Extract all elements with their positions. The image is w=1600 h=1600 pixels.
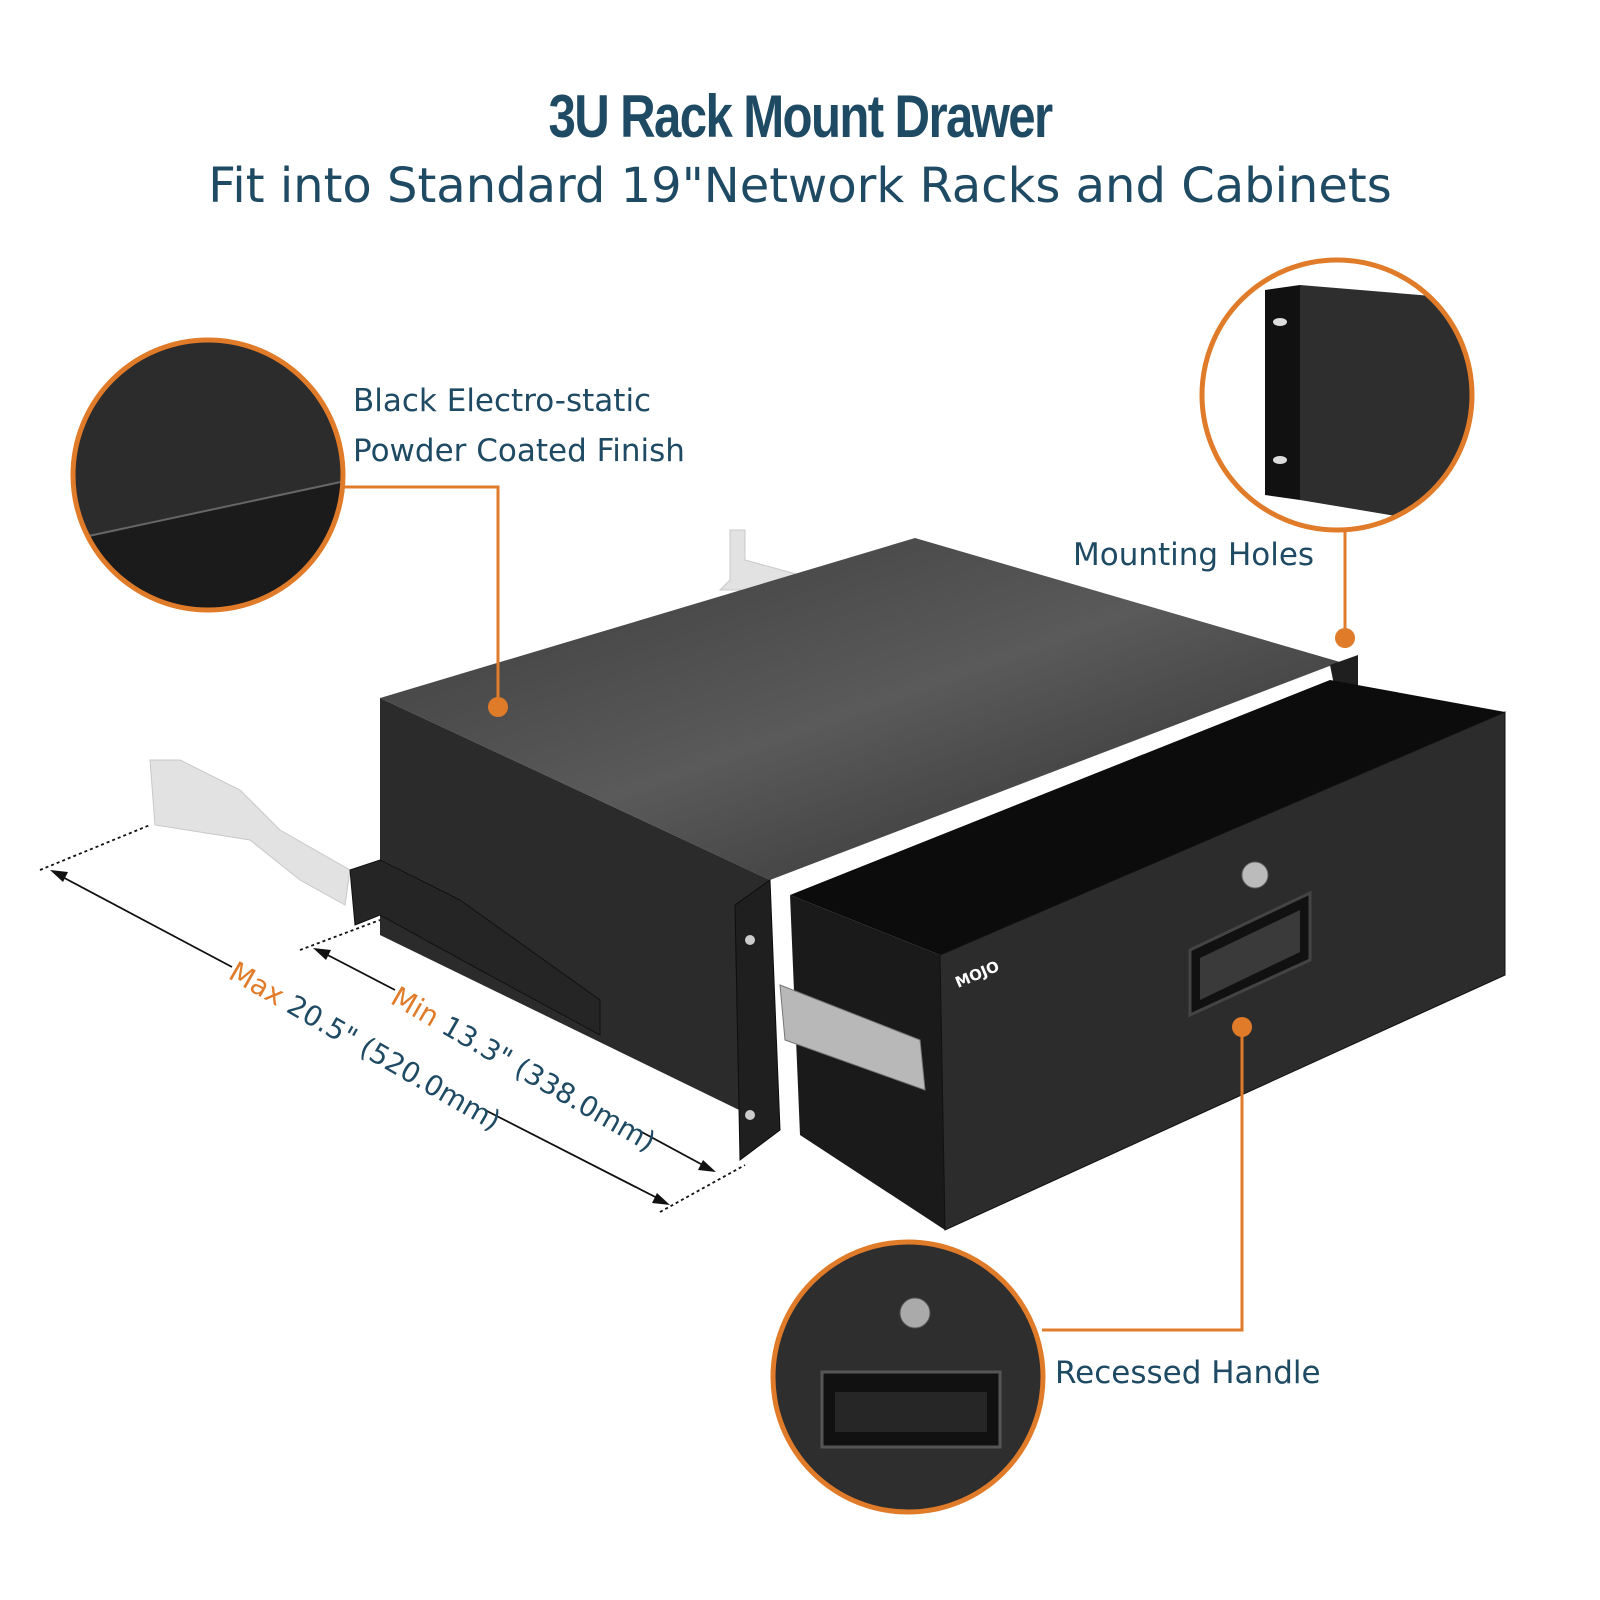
handle-detail-circle xyxy=(770,1239,1046,1515)
page-subtitle: Fit into Standard 19"Network Racks and C… xyxy=(208,158,1392,214)
finish-line2: Powder Coated Finish xyxy=(353,433,685,469)
slide-rail-back xyxy=(149,529,801,906)
front-flange xyxy=(734,879,781,1161)
flange-right xyxy=(1330,655,1358,690)
lock-icon xyxy=(1241,861,1269,889)
mounting-detail-circle xyxy=(1199,257,1475,533)
drawer-interior xyxy=(790,680,1505,955)
finish-line1: Black Electro-static xyxy=(353,383,652,419)
finish-callout: Black Electro-static Powder Coated Finis… xyxy=(353,376,685,476)
mounting-callout: Mounting Holes xyxy=(1073,537,1315,573)
side-bracket xyxy=(349,859,601,1036)
page-title: 3U Rack Mount Drawer xyxy=(548,83,1053,150)
handle-callout: Recessed Handle xyxy=(1055,1355,1321,1391)
finish-detail-circle xyxy=(70,337,346,613)
dimension-lines xyxy=(39,824,746,1213)
callout-leaders xyxy=(342,485,1347,1332)
cabinet-top xyxy=(380,538,1340,880)
cabinet-side xyxy=(380,698,770,1125)
drawer-rail xyxy=(779,984,926,1091)
